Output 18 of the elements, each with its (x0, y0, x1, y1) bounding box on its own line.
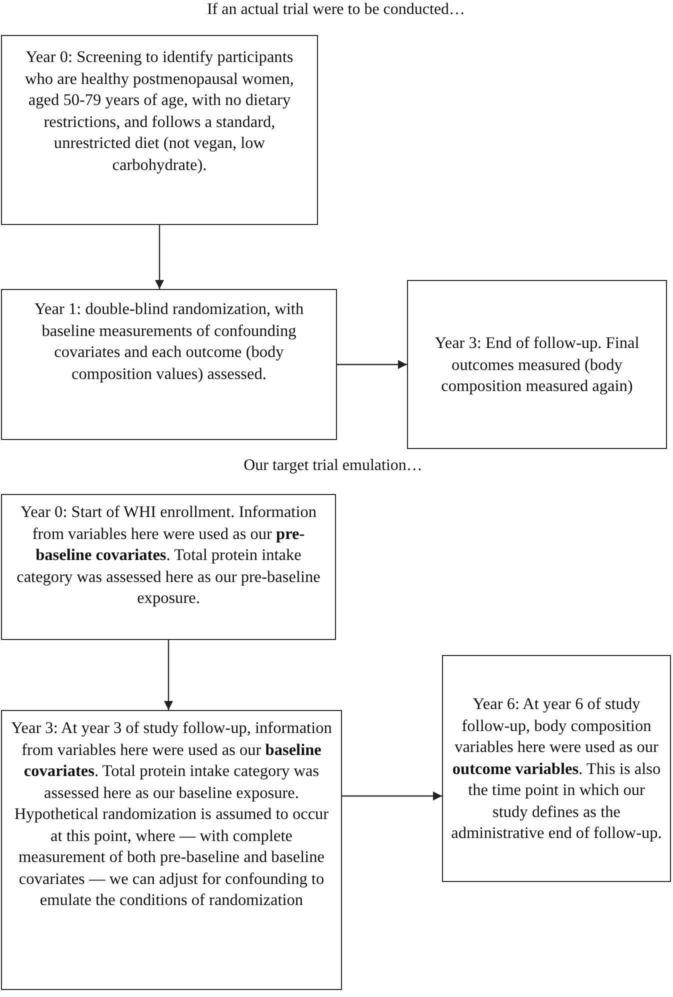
box-text: Year 0: Screening to identify participants who are healthy postmenopausal women, aged 50-79 years of age, with no dietary restrictions, and follows a standard, unrestricted diet (not vegan, low carbohydrate). (24, 46, 296, 175)
arrow (342, 792, 442, 800)
process-box (407, 280, 667, 449)
box-text: Year 6: At year 6 of study follow-up, body composition variables here were used as our outcome variables. This is also the time point in which our study defines as the administrative end of follow-up. (451, 693, 662, 844)
section-heading: If an actual trial were to be conducted… (206, 0, 466, 20)
arrow (164, 640, 173, 710)
box-text: Year 0: Start of WHI enrollment. Information from variables here were used as our pre-baseline covariates. Total protein intake category was assessed here as our pre-baseline exposure. (16, 501, 322, 608)
process-box (1, 289, 337, 440)
process-box (1, 710, 342, 990)
box-text: Year 3: At year 3 of study follow-up, information from variables here were used as our baseline covariates. Total protein intake category was assessed here as our baseline exposure. Hypothetical randomization is assumed to occur at this point, where — with complete measurement of both pre-baseline and baseline covariates — we can adjust for confounding to emulate the conditions of randomization (10, 717, 333, 910)
arrow (337, 360, 407, 369)
process-box (442, 655, 671, 882)
process-box (1, 494, 336, 640)
box-text: Year 1: double-blind randomization, with baseline measurements of confounding covariates and each outcome (body composition values) assessed. (33, 298, 305, 384)
section-heading: Our target trial emulation… (244, 456, 422, 476)
arrow (155, 225, 164, 289)
process-box (1, 35, 318, 225)
box-text: Year 3: End of follow-up. Final outcomes measured (body composition measured again) (434, 332, 640, 397)
